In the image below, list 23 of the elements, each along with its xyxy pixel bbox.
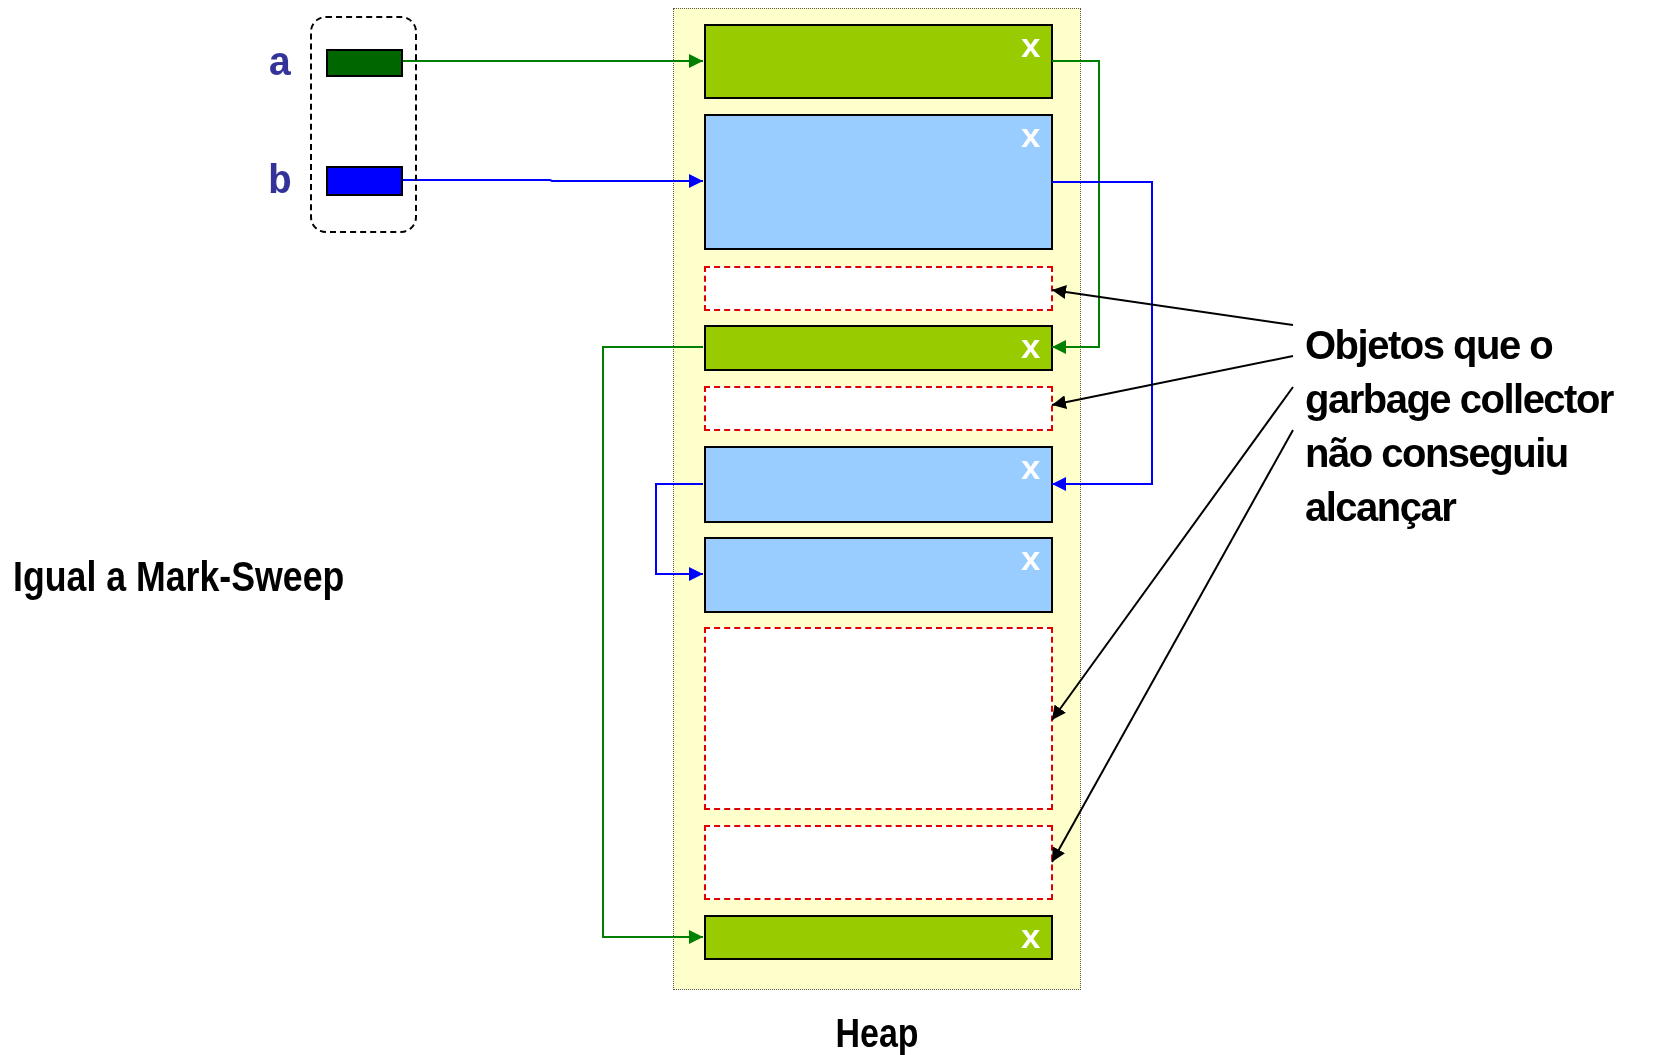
- mark-symbol: x: [1020, 450, 1041, 490]
- mark-symbol: x: [1020, 28, 1041, 68]
- mark-symbol: x: [1020, 118, 1041, 158]
- heap-object: [704, 537, 1053, 613]
- unreachable-slot: [704, 627, 1053, 810]
- annotation-text: Objetos que o garbage collector não conseguiu alcançar: [1305, 322, 1615, 531]
- reference-arrow: [655, 483, 704, 581]
- heap-caption: Heap: [834, 1011, 920, 1055]
- mark-symbol: x: [1020, 329, 1041, 369]
- note-text: Igual a Mark-Sweep: [13, 552, 345, 602]
- heap-object: [704, 915, 1053, 960]
- reference-arrow: [602, 346, 704, 944]
- variable-name: a: [268, 45, 292, 85]
- heap-object: [704, 446, 1053, 523]
- heap-object: [704, 24, 1053, 99]
- heap-object: [704, 114, 1053, 250]
- unreachable-slot: [704, 266, 1053, 311]
- mark-symbol: x: [1020, 919, 1041, 959]
- variable-name: b: [268, 163, 292, 203]
- unreachable-slot: [704, 825, 1053, 900]
- unreachable-slot: [704, 386, 1053, 431]
- mark-symbol: x: [1020, 541, 1041, 581]
- heap-object: [704, 325, 1053, 371]
